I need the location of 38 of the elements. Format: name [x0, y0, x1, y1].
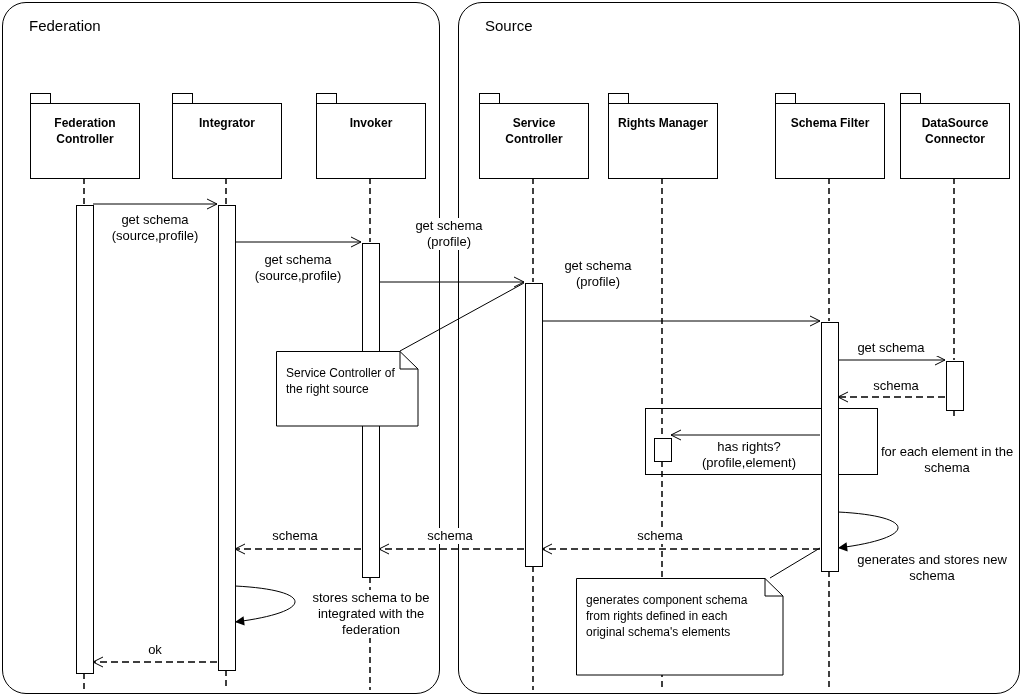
- activation-bar: [821, 322, 839, 572]
- activation-bar: [218, 205, 236, 671]
- message-arrow: [837, 354, 946, 366]
- activation-bar: [654, 438, 672, 462]
- participant-label: Invoker: [348, 115, 394, 131]
- leader-line: [399, 282, 525, 352]
- participant-label: DataSource Connector: [920, 115, 990, 147]
- participant-label: Rights Manager: [617, 115, 709, 131]
- participant-label: Service Controller: [504, 115, 564, 147]
- activation-bar: [76, 205, 94, 674]
- return-arrow: [92, 656, 218, 668]
- message-arrow: [378, 276, 525, 288]
- message-arrow: [92, 198, 218, 210]
- note-text: Service Controller of the right source: [286, 365, 396, 397]
- self-message-arrow: [234, 585, 296, 626]
- return-arrow: [541, 543, 821, 555]
- panel-title: Source: [485, 17, 533, 34]
- message-arrow: [670, 429, 821, 441]
- participant-label: Federation Controller: [53, 115, 117, 147]
- panel-title: Federation: [29, 17, 101, 34]
- lifeline: [83, 177, 85, 205]
- activation-bar: [525, 283, 543, 567]
- note-text: generates component schema from rights defined in each original schema's elements: [586, 592, 749, 640]
- lifeline: [532, 177, 534, 283]
- message-arrow: [541, 315, 821, 327]
- participant-label: Schema Filter: [789, 115, 871, 131]
- lifeline: [828, 177, 830, 322]
- lifeline: [953, 177, 955, 361]
- return-arrow: [378, 543, 525, 555]
- self-message-arrow: [837, 511, 899, 552]
- activation-bar: [946, 361, 964, 411]
- message-arrow: [234, 236, 362, 248]
- return-arrow: [234, 543, 362, 555]
- participant-label: Integrator: [198, 115, 256, 131]
- lifeline: [369, 177, 371, 243]
- return-arrow: [837, 391, 946, 403]
- lifeline: [225, 177, 227, 205]
- leader-line: [769, 547, 821, 579]
